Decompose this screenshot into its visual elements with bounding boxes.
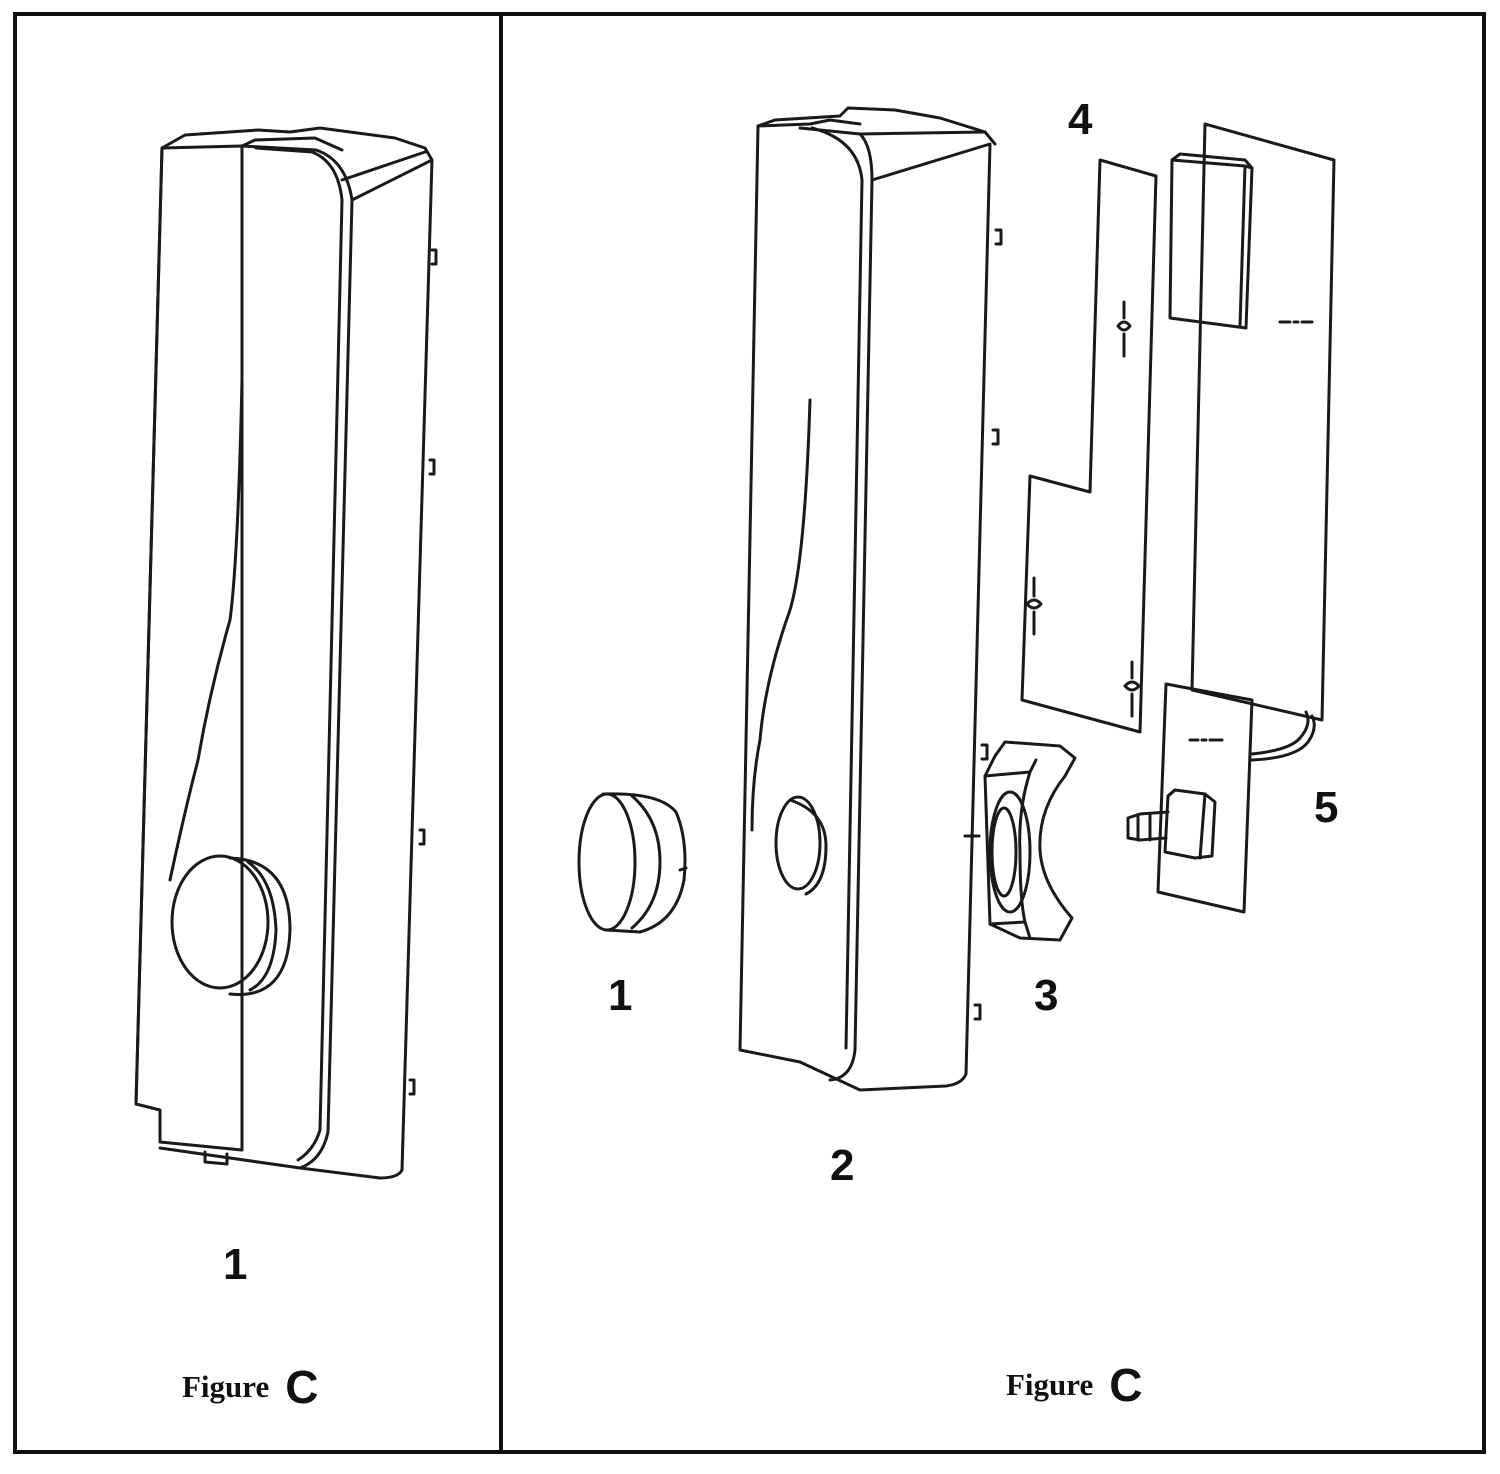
part-4-plate-drawing — [1020, 158, 1158, 734]
part-2-housing-drawing — [738, 106, 1003, 1092]
part-3-bracket-drawing — [963, 740, 1077, 942]
left-part-label-1: 1 — [223, 1240, 248, 1289]
left-caption-letter: C — [285, 1361, 319, 1413]
right-part-label-4: 4 — [1068, 95, 1093, 144]
part-1-knob-drawing — [577, 792, 688, 934]
right-part-label-1: 1 — [608, 971, 633, 1020]
right-part-label-3: 3 — [1034, 971, 1059, 1020]
right-caption-word: Figure — [1006, 1367, 1094, 1402]
right-figure-panel — [499, 12, 1486, 1454]
assembled-lock-drawing — [134, 126, 438, 1180]
right-part-label-2: 2 — [830, 1141, 855, 1190]
left-caption-word: Figure — [182, 1369, 270, 1404]
right-part-label-5: 5 — [1314, 783, 1339, 832]
right-caption-letter: C — [1109, 1359, 1143, 1411]
right-figure-caption: Figure C — [1006, 1358, 1142, 1412]
left-figure-panel — [13, 12, 503, 1454]
left-figure-caption: Figure C — [182, 1360, 318, 1414]
part-5-circuit-drawing — [1126, 122, 1336, 914]
